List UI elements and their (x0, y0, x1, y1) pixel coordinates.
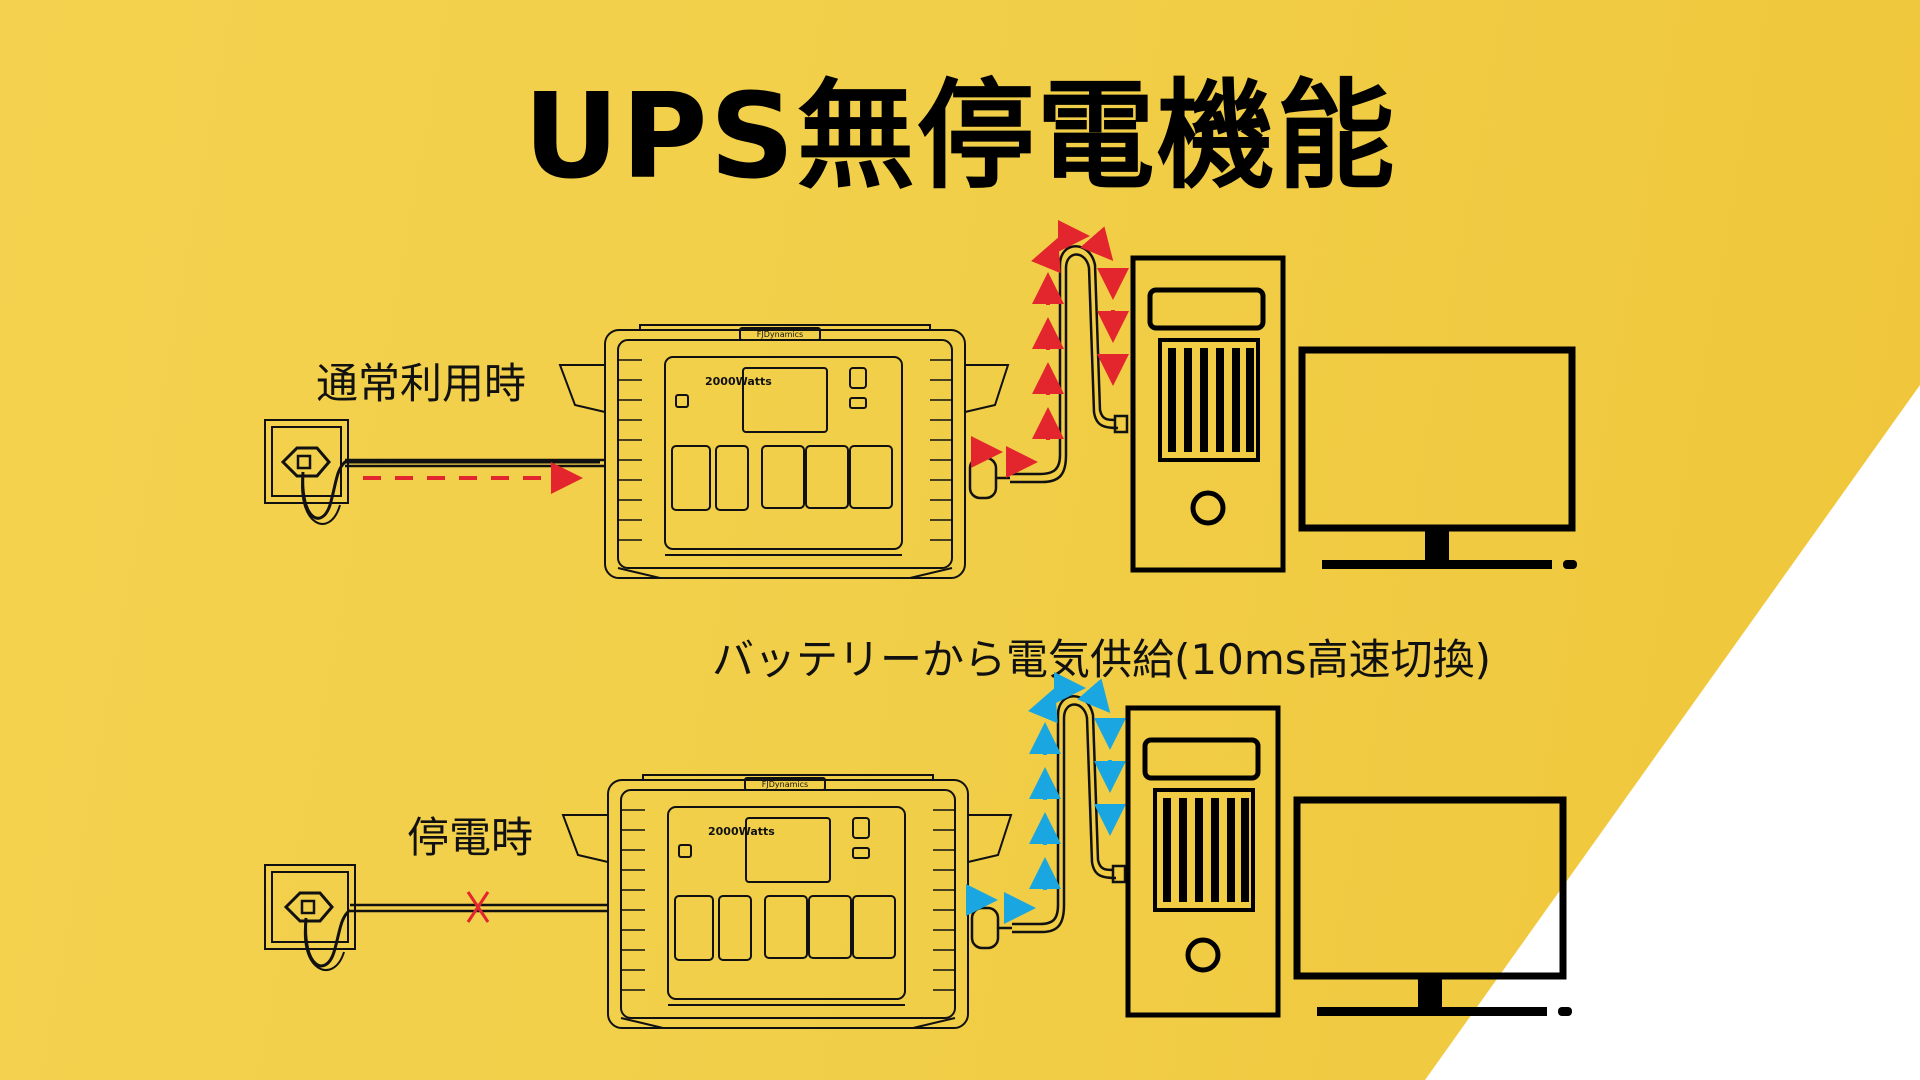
page-title: UPS無停電機能 (523, 67, 1397, 205)
station-brand-bottom: FJDynamics (762, 780, 808, 789)
monitor-icon (1293, 796, 1567, 980)
monitor-stand-top (1322, 528, 1577, 569)
pc-tower-vents-top (1158, 338, 1260, 462)
monitor-stand-bottom (1317, 976, 1572, 1016)
wall-outlet-icon (264, 419, 600, 525)
pc-tower-icon (1125, 705, 1281, 1018)
wall-outlet-icon (264, 864, 356, 971)
grid-flow-arrows-output (971, 220, 1129, 478)
label-normal-use: 通常利用時 (316, 359, 527, 408)
output-cord-bottom (970, 695, 1127, 950)
monitor-icon (1298, 346, 1576, 532)
pc-tower-vents-bottom (1153, 788, 1255, 912)
power-station-icon (561, 774, 1013, 1029)
label-battery-supply: バッテリーから電気供給(10ms高速切換) (712, 635, 1492, 684)
label-power-outage: 停電時 (407, 813, 534, 862)
station-model-top: 2000Watts (705, 375, 772, 388)
pc-tower-icon (1130, 255, 1286, 573)
station-brand-top: FJDynamics (757, 330, 803, 339)
station-model-bottom: 2000Watts (708, 825, 775, 838)
battery-flow-arrows (966, 672, 1126, 924)
power-station-icon (558, 324, 1010, 579)
cut-x-icon (466, 891, 490, 923)
